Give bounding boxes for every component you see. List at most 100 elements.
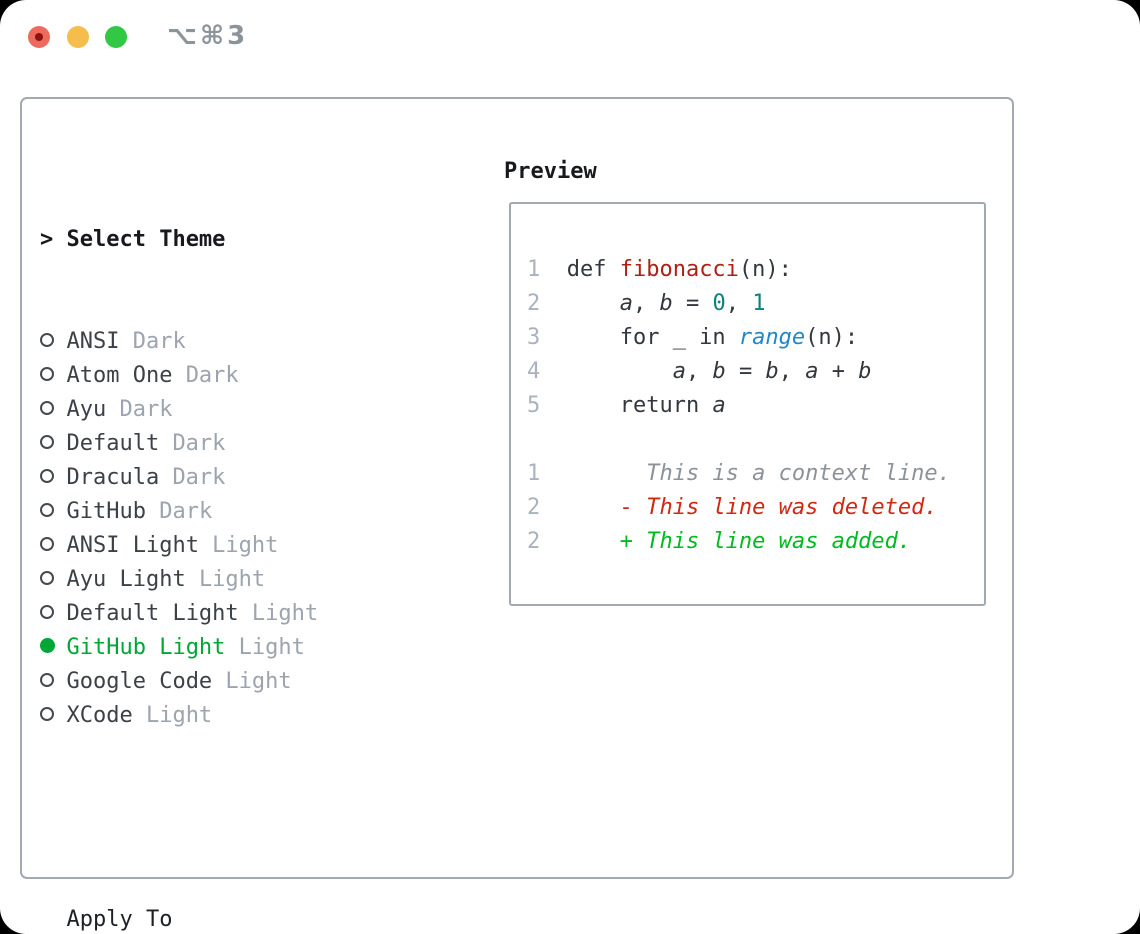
token-code — [567, 291, 620, 316]
theme-item-default-light[interactable]: Default Light Light — [40, 597, 492, 631]
radio-circle — [40, 367, 54, 381]
radio-icon — [40, 461, 66, 495]
preview-line: 1 def fibonacci(n): — [527, 253, 984, 287]
token-context: This is a context line. — [566, 461, 951, 486]
preview-line: 3 for _ in range(n): — [527, 321, 984, 355]
token-function: fibonacci — [619, 257, 739, 282]
spacer — [40, 801, 492, 835]
radio-icon — [40, 359, 66, 393]
token-code: (n): — [805, 325, 859, 350]
radio-icon — [40, 665, 66, 699]
theme-variant: Light — [238, 635, 305, 660]
close-button-icon[interactable] — [28, 26, 50, 48]
line-number: 4 — [527, 359, 541, 384]
radio-circle — [40, 673, 54, 687]
radio-circle — [40, 333, 54, 347]
theme-variant: Light — [251, 601, 319, 626]
token-deleted: - This line was deleted. — [566, 495, 938, 520]
theme-name: Ayu Light — [66, 567, 186, 592]
token-code: (n): — [738, 257, 792, 282]
preview-blank-line — [527, 423, 984, 457]
radio-circle — [40, 605, 54, 619]
theme-variant: Light — [212, 533, 279, 558]
token-added: + This line was added. — [566, 529, 912, 554]
theme-item-github-light[interactable]: GitHub Light Light — [40, 631, 492, 665]
line-number: 2 — [527, 529, 541, 554]
token-code: def — [566, 257, 620, 282]
radio-icon — [40, 325, 66, 359]
radio-circle — [40, 435, 54, 449]
radio-circle — [40, 537, 54, 551]
token-variable: a — [619, 291, 633, 316]
select-theme-header: > Select Theme — [40, 223, 492, 257]
theme-name: ANSI Light — [66, 533, 199, 558]
theme-variant: Dark — [159, 499, 213, 524]
theme-variant: Dark — [172, 465, 226, 490]
token-code: return — [566, 393, 713, 418]
token-number: 1 — [752, 291, 766, 316]
radio-icon — [40, 495, 66, 529]
token-number: 0 — [712, 291, 726, 316]
radio-icon — [40, 427, 66, 461]
token-variable: a — [805, 359, 819, 384]
zoom-button-icon[interactable] — [105, 26, 127, 48]
theme-variant: Light — [145, 703, 213, 728]
theme-item-google-code[interactable]: Google Code Light — [40, 665, 492, 699]
line-number: 2 — [527, 291, 541, 316]
keyboard-shortcut-label: ⌥⌘3 — [167, 21, 249, 51]
theme-name: Google Code — [66, 669, 213, 694]
line-number: 2 — [527, 495, 541, 520]
theme-variant: Dark — [132, 329, 186, 354]
radio-circle — [40, 571, 54, 585]
theme-item-atom-one[interactable]: Atom One Dark — [40, 359, 492, 393]
select-theme-title: Select Theme — [66, 227, 226, 252]
preview-line: 1 This is a context line. — [527, 457, 984, 491]
prompt-caret-icon: > — [40, 227, 54, 252]
theme-variant: Dark — [172, 431, 226, 456]
token-code: , — [685, 359, 713, 384]
theme-item-default[interactable]: Default Dark — [40, 427, 492, 461]
line-number: 5 — [527, 393, 541, 418]
token-variable: a — [672, 359, 686, 384]
radio-icon — [40, 393, 66, 427]
theme-item-ansi-light[interactable]: ANSI Light Light — [40, 529, 492, 563]
preview-line: 5 return a — [527, 389, 984, 423]
minimize-button-icon[interactable] — [67, 26, 89, 48]
token-builtin: range — [738, 325, 806, 350]
token-variable: b — [765, 359, 779, 384]
theme-name: GitHub — [66, 499, 146, 524]
theme-item-ansi[interactable]: ANSI Dark — [40, 325, 492, 359]
theme-name: Default — [66, 431, 160, 456]
theme-item-github[interactable]: GitHub Dark — [40, 495, 492, 529]
theme-name: Default Light — [66, 601, 239, 626]
theme-name: XCode — [66, 703, 133, 728]
line-number: 1 — [527, 257, 541, 282]
line-number: 3 — [527, 325, 541, 350]
token-variable: a — [712, 393, 726, 418]
theme-name: Dracula — [66, 465, 160, 490]
radio-icon — [40, 563, 66, 597]
preview-line: 2 a, b = 0, 1 — [527, 287, 984, 321]
theme-name: Ayu — [66, 397, 107, 422]
radio-icon — [40, 699, 66, 733]
preview-line: 2 + This line was added. — [527, 525, 984, 559]
token-code: = — [725, 359, 766, 384]
theme-variant: Dark — [185, 363, 239, 388]
theme-name: GitHub Light — [66, 635, 226, 660]
token-code — [567, 359, 673, 384]
token-code: , — [632, 291, 660, 316]
theme-item-dracula[interactable]: Dracula Dark — [40, 461, 492, 495]
theme-name: ANSI — [66, 329, 120, 354]
radio-circle — [40, 469, 54, 483]
theme-name: Atom One — [66, 363, 173, 388]
theme-item-xcode[interactable]: XCode Light — [40, 699, 492, 733]
radio-selected-icon — [40, 631, 66, 665]
theme-variant: Light — [225, 669, 292, 694]
radio-icon — [40, 529, 66, 563]
